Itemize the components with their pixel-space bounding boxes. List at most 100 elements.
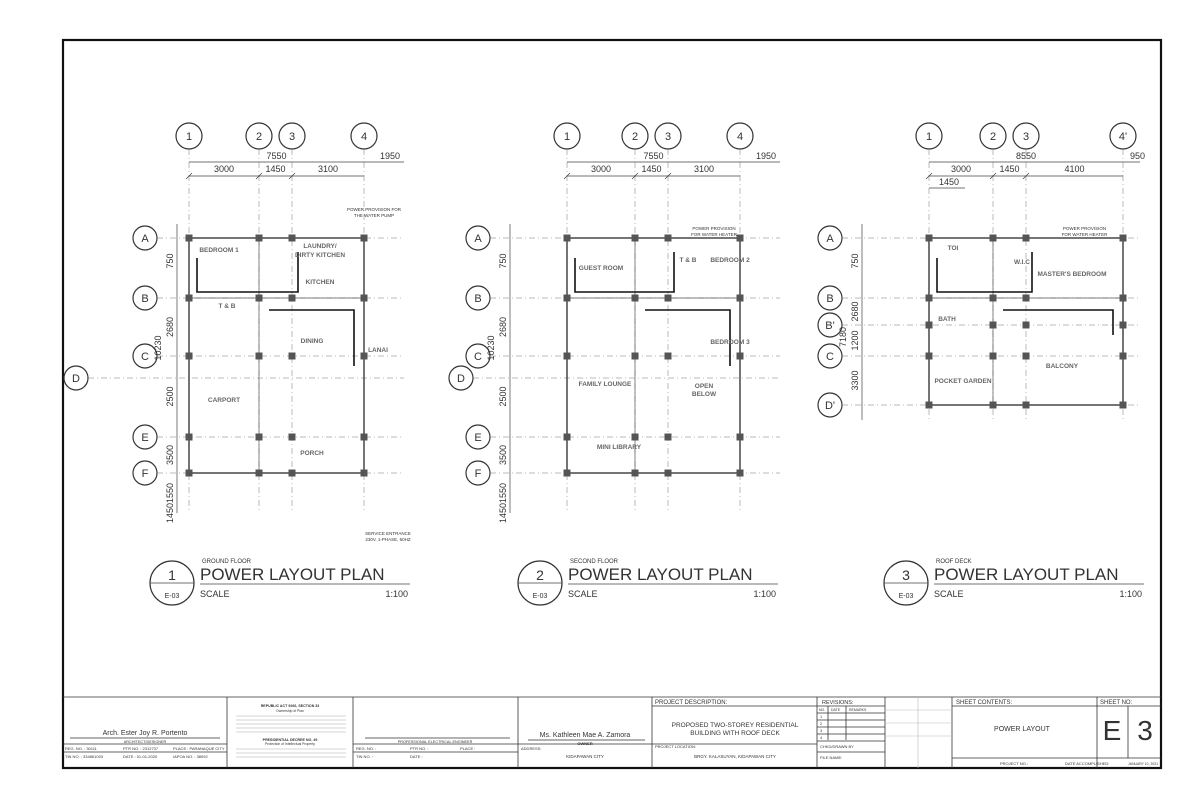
scale-label: SCALE [934, 589, 964, 599]
rev-row-no: 2 [820, 722, 822, 726]
project-desc-label: PROJECT DESCRIPTION: [655, 700, 728, 706]
structural-column [255, 352, 263, 360]
sheet-contents: POWER LAYOUT [994, 726, 1051, 733]
room-label: DINING [301, 338, 324, 345]
date-accomplished: JANUARY 10, 2021 [1128, 762, 1158, 766]
plan-number: 3 [902, 567, 910, 583]
plan-title: POWER LAYOUT PLAN [200, 565, 385, 584]
date-accomplished-label: DATE ACCOMPLISHED: [1065, 761, 1109, 766]
structural-column [360, 469, 368, 477]
structural-column [563, 234, 571, 242]
structural-column [989, 401, 997, 409]
structural-column [1022, 352, 1030, 360]
plan-floor: GROUND FLOOR [202, 559, 252, 565]
left-dim: 1200 [850, 330, 860, 350]
plan-sheet-ref: E-03 [165, 593, 180, 600]
left-dim: 1450 [165, 503, 175, 523]
top-dim: 3000 [214, 164, 234, 174]
owner-role: OWNER [577, 741, 592, 746]
structural-column [1022, 234, 1030, 242]
structural-column [185, 469, 193, 477]
left-dim: 2680 [165, 317, 175, 337]
grid-bubble-row-label: D [72, 373, 80, 385]
dim-tick [185, 172, 193, 180]
room-label: GUEST ROOM [579, 265, 623, 272]
structural-column [185, 294, 193, 302]
structural-column [925, 234, 933, 242]
grid-bubble-col-label: 3 [289, 131, 295, 143]
structural-column [1022, 294, 1030, 302]
structural-column [631, 469, 639, 477]
grid-bubble-col-label: 4 [361, 131, 367, 143]
room-label: BEDROOM 3 [710, 339, 750, 346]
grid-bubble-row-label: A [474, 233, 482, 245]
plan-title: POWER LAYOUT PLAN [568, 565, 753, 584]
eng-date: DATE : [410, 754, 423, 759]
structural-column [736, 469, 744, 477]
top-dim: 3100 [694, 164, 714, 174]
structural-column [631, 234, 639, 242]
reg-no: REG. NO. : 30111 [65, 746, 98, 751]
left-dim: 1450 [498, 503, 508, 523]
structural-column [563, 469, 571, 477]
structural-column [360, 352, 368, 360]
note-text: SERVICE ENTRANCE [365, 531, 411, 536]
side-dim: 1950 [756, 151, 776, 161]
dim-tick [664, 172, 672, 180]
note-text: 230V, 1-PHASE, 60HZ [365, 537, 411, 542]
structural-column [664, 352, 672, 360]
room-label: POCKET GARDEN [934, 378, 991, 385]
dim-tick [288, 172, 296, 180]
decree-subtitle: Protection of Intellectual Property [265, 742, 315, 746]
room-label: W.I.C [1014, 259, 1030, 266]
room-label: CARPORT [208, 397, 240, 404]
structural-column [1022, 401, 1030, 409]
structural-column [631, 294, 639, 302]
room-label: BALCONY [1046, 363, 1079, 370]
plan-title: POWER LAYOUT PLAN [934, 565, 1119, 584]
ptr-no: PTR NO. : 2312737 [123, 746, 159, 751]
grid-bubble-col-label: 1 [926, 131, 932, 143]
structural-column [563, 433, 571, 441]
sheet-border [61, 38, 1163, 770]
dim-tick [925, 172, 933, 180]
exterior-wall [566, 237, 741, 474]
room-label: T & B [219, 303, 236, 310]
plan-sheet-ref: E-03 [899, 593, 914, 600]
project-location: BRGY. KALASUYAN, KIDAPAWAN CITY [694, 754, 776, 759]
structural-column [736, 294, 744, 302]
grid-bubble-row-label: D [457, 373, 465, 385]
address: KIDAPAWAN CITY [566, 754, 604, 759]
structural-column [664, 433, 672, 441]
structural-column [1119, 321, 1127, 329]
room-label: OPEN [695, 383, 714, 390]
tin-no: TIN NO. : 334861003 [65, 754, 104, 759]
grid-bubble-row-label: C [826, 351, 834, 363]
project-desc-2: BUILDING WITH ROOF DECK [690, 730, 780, 737]
overall-dim: 8550 [1016, 151, 1036, 161]
grid-bubble-row-label: C [141, 351, 149, 363]
grid-bubble-row-label: B [474, 293, 481, 305]
law-title: REPUBLIC ACT 9266, SECTION 33 [261, 704, 320, 708]
grid-bubble-col-label: 2 [256, 131, 262, 143]
structural-column [360, 433, 368, 441]
structural-column [1119, 234, 1127, 242]
note-text: POWER PROVISION FOR [347, 207, 402, 212]
scale-value: 1:100 [1119, 589, 1142, 599]
top-dim: 1450 [265, 164, 285, 174]
grid-bubble-row-label: A [141, 233, 149, 245]
structural-column [255, 294, 263, 302]
grid-bubble-row-label: B [141, 293, 148, 305]
structural-column [360, 294, 368, 302]
grid-bubble-row-label: A [826, 233, 834, 245]
sheet-letter: E [1103, 715, 1122, 746]
structural-column [563, 352, 571, 360]
top-dim: 1450 [641, 164, 661, 174]
plan-number: 2 [536, 567, 544, 583]
room-label: KITCHEN [306, 279, 335, 286]
structural-column [255, 433, 263, 441]
top-dim: 4100 [1064, 164, 1084, 174]
